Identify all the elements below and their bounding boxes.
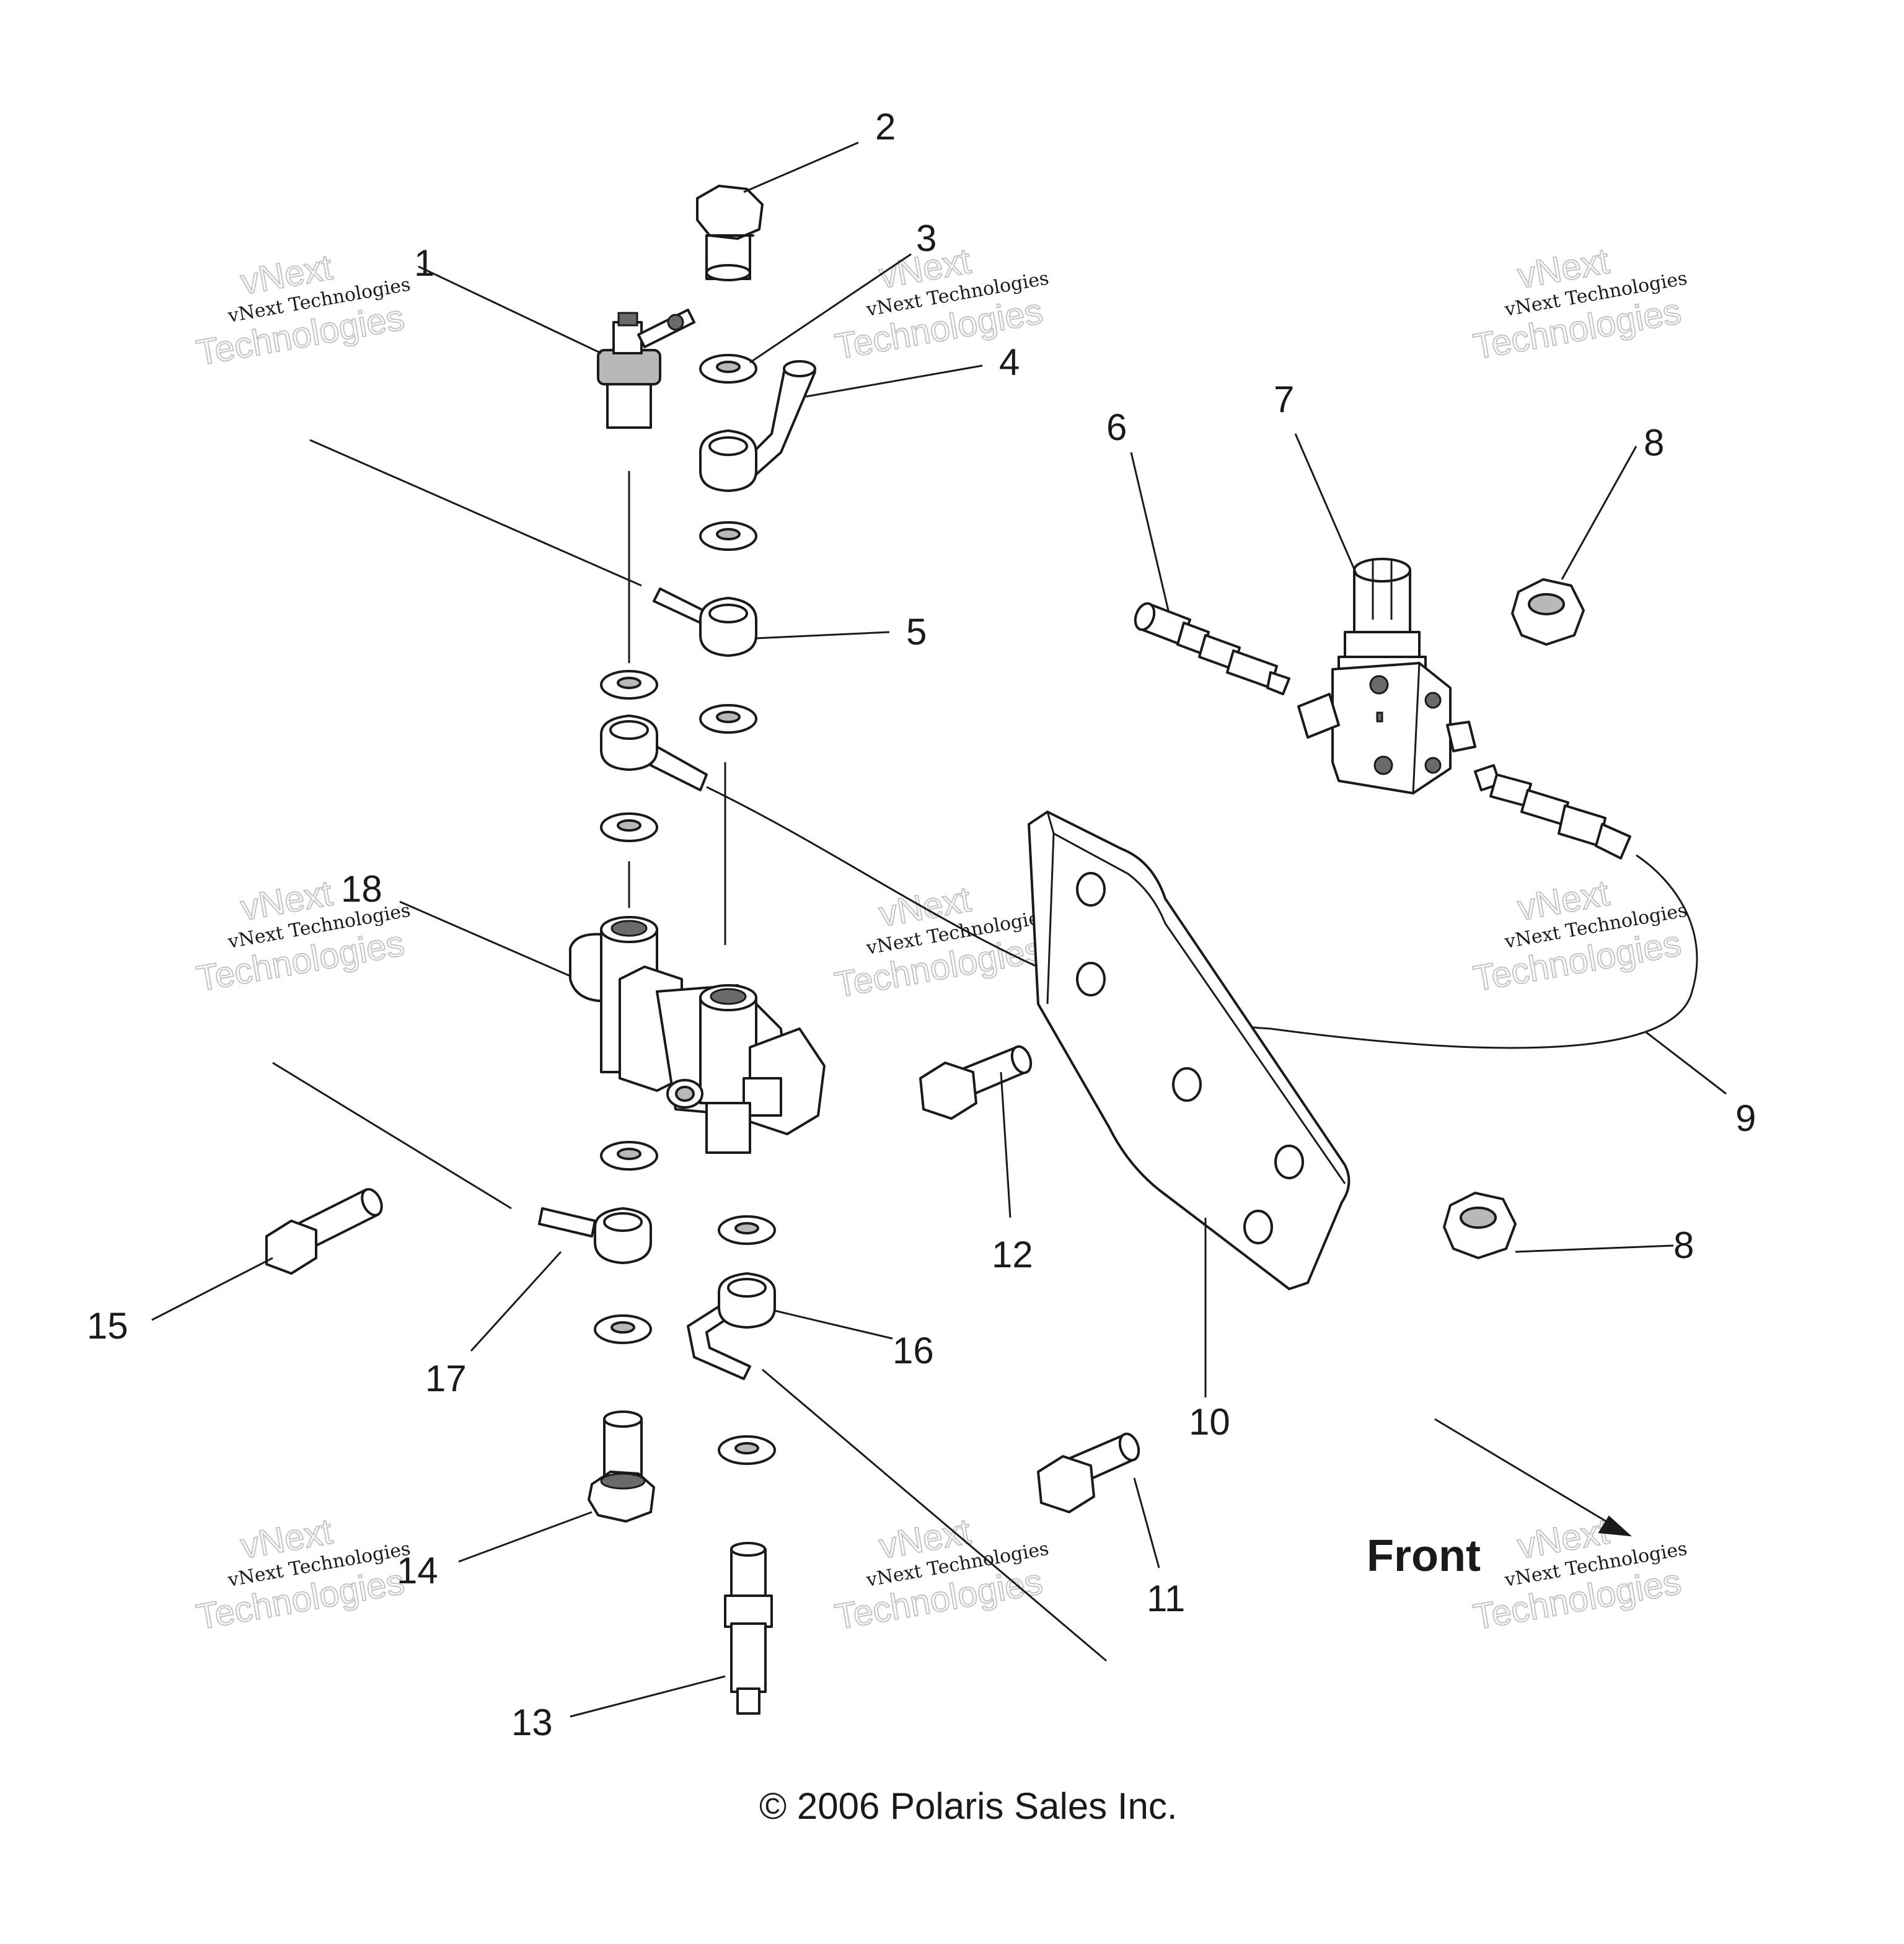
callout-8: 8 bbox=[1673, 1225, 1694, 1266]
washer-right-bottom bbox=[718, 1435, 776, 1465]
callout-6: 6 bbox=[1106, 407, 1127, 448]
valve-7 bbox=[1297, 558, 1476, 794]
washer-under-4 bbox=[699, 521, 757, 551]
bolt-15 bbox=[265, 1188, 383, 1275]
callout-3: 3 bbox=[916, 218, 937, 259]
washer-left-mid bbox=[600, 812, 658, 842]
callout-1: 1 bbox=[414, 242, 434, 284]
banjo-line-16 bbox=[687, 1272, 776, 1380]
banjo-fitting-left bbox=[600, 715, 708, 791]
banjo-fitting-17 bbox=[538, 1207, 652, 1264]
watermark-mid-center: vNext vNext Technologies Technologies bbox=[831, 878, 1051, 1006]
banjo-bolt-14 bbox=[588, 1410, 655, 1523]
callout-4: 4 bbox=[999, 341, 1020, 383]
washer-left-upper bbox=[600, 670, 658, 700]
banjo-bolt-2 bbox=[696, 185, 764, 281]
bracket-10 bbox=[1028, 811, 1351, 1290]
brake-line-4 bbox=[699, 360, 816, 492]
callout-16: 16 bbox=[892, 1330, 934, 1371]
bolt-12 bbox=[919, 1045, 1033, 1120]
washer-left-bottom bbox=[594, 1314, 652, 1344]
stud-13 bbox=[724, 1542, 773, 1715]
washer-right-upper bbox=[699, 704, 757, 734]
nut-8-upper bbox=[1511, 578, 1585, 646]
banjo-fitting-5 bbox=[653, 587, 757, 657]
arrow-head-icon bbox=[1598, 1515, 1632, 1537]
watermark-group: vNext vNext Technologies Technologies vN… bbox=[193, 240, 1689, 1638]
watermark-top-left: vNext vNext Technologies Technologies bbox=[193, 246, 412, 374]
fitting-6 bbox=[1134, 602, 1290, 695]
watermark-bottom-right: vNext vNext Technologies Technologies bbox=[1470, 1510, 1689, 1638]
callout-11: 11 bbox=[1147, 1578, 1185, 1619]
callout-18: 18 bbox=[341, 868, 382, 910]
callout-8: 8 bbox=[1644, 422, 1664, 464]
watermark-mid-left: vNext vNext Technologies Technologies bbox=[193, 872, 412, 1000]
callout-15: 15 bbox=[87, 1305, 128, 1347]
callout-5: 5 bbox=[906, 611, 927, 653]
callout-2: 2 bbox=[875, 106, 896, 147]
front-label: Front bbox=[1367, 1531, 1481, 1581]
callout-7: 7 bbox=[1274, 379, 1294, 420]
brake-line-9 bbox=[1474, 764, 1631, 860]
callout-14: 14 bbox=[397, 1550, 438, 1591]
watermark-top-center: vNext vNext Technologies Technologies bbox=[831, 240, 1051, 367]
nut-8-lower bbox=[1443, 1192, 1517, 1259]
washer-3 bbox=[699, 354, 757, 384]
watermark-mid-right: vNext vNext Technologies Technologies bbox=[1470, 872, 1689, 1000]
bolt-11 bbox=[1037, 1432, 1140, 1513]
watermark-bottom-left: vNext vNext Technologies Technologies bbox=[193, 1510, 412, 1638]
callout-labels: 1 2 3 4 5 6 7 8 8 9 10 11 12 13 14 15 16… bbox=[87, 106, 1756, 1743]
callout-10: 10 bbox=[1189, 1401, 1230, 1443]
assembly-lines bbox=[272, 439, 1698, 1662]
callout-12: 12 bbox=[992, 1234, 1033, 1275]
washer-left-lower bbox=[600, 1141, 658, 1171]
watermark-top-right: vNext vNext Technologies Technologies bbox=[1470, 240, 1689, 367]
callout-9: 9 bbox=[1735, 1097, 1756, 1139]
brake-switch-1 bbox=[597, 309, 695, 429]
callout-13: 13 bbox=[511, 1702, 553, 1743]
leader-lines bbox=[151, 141, 1727, 1718]
brake-block-18 bbox=[569, 916, 826, 1154]
front-direction-indicator: Front bbox=[1367, 1418, 1632, 1581]
callout-17: 17 bbox=[425, 1358, 467, 1399]
copyright-notice: © 2006 Polaris Sales Inc. bbox=[759, 1785, 1178, 1827]
washer-right-lower bbox=[718, 1215, 776, 1245]
